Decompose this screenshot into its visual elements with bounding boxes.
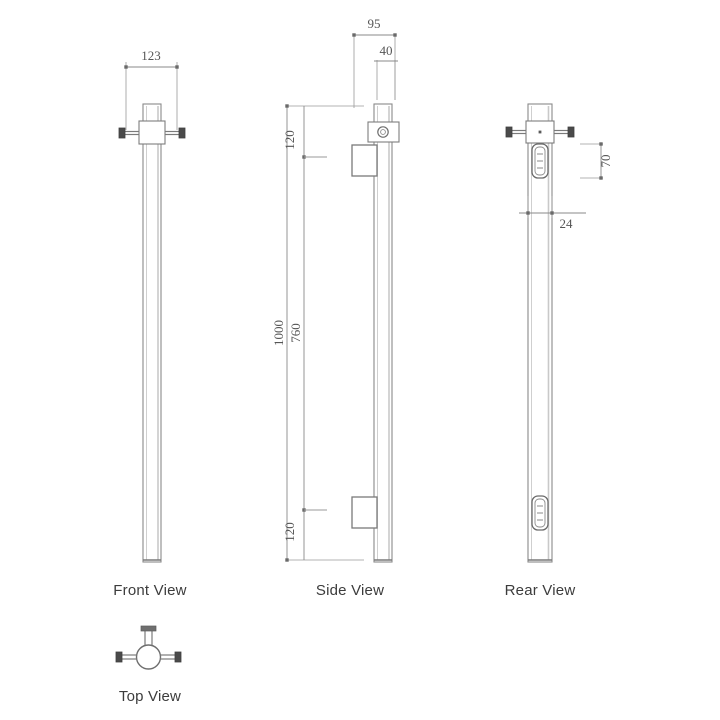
rear-view-bracket bbox=[525, 120, 555, 144]
rear-view-left-arm bbox=[505, 126, 526, 138]
dimension-side-top-offset: 120 bbox=[282, 130, 297, 150]
rear-view-lower-slot bbox=[531, 495, 549, 531]
top-view-group bbox=[115, 625, 182, 670]
front-view-group: 123 bbox=[118, 48, 186, 563]
dimension-text-rear-slot-height: 70 bbox=[598, 155, 613, 168]
dimension-rear-slot-height: 70 bbox=[580, 142, 613, 180]
top-view-right-arm bbox=[160, 651, 182, 663]
rear-view-right-arm bbox=[554, 126, 575, 138]
rear-view-post bbox=[527, 103, 553, 563]
front-view-right-arm bbox=[165, 127, 186, 139]
rear-view-group: 70 24 bbox=[505, 103, 613, 563]
dimension-text-side-top-offset: 120 bbox=[282, 130, 297, 150]
dimension-text-side-total-width: 95 bbox=[368, 16, 381, 31]
view-label-front: Front View bbox=[113, 582, 187, 599]
front-view-post bbox=[142, 103, 162, 563]
rear-view-upper-slot bbox=[531, 143, 549, 179]
front-view-left-arm bbox=[118, 127, 139, 139]
view-label-rear: Rear View bbox=[504, 582, 576, 599]
dimension-side-overall-height: 1000 bbox=[271, 104, 364, 562]
dimension-text-side-center-height: 760 bbox=[288, 323, 303, 343]
side-view-collar bbox=[367, 121, 400, 143]
side-view-post bbox=[373, 103, 393, 563]
view-label-side: Side View bbox=[315, 582, 385, 599]
side-view-group: 95 40 1000 760 120 bbox=[271, 16, 400, 563]
dimension-front-width: 123 bbox=[124, 48, 179, 130]
dimension-text-side-bottom-offset: 120 bbox=[282, 522, 297, 542]
dimension-text-side-overall-height: 1000 bbox=[271, 320, 286, 346]
view-label-top: Top View bbox=[118, 688, 182, 705]
top-view-ring bbox=[135, 644, 162, 670]
top-view-stem-end bbox=[140, 625, 157, 632]
dimension-text-rear-post-width: 24 bbox=[560, 216, 574, 231]
dimension-side-bracket-width: 40 bbox=[374, 43, 398, 100]
dimension-side-center-height: 760 bbox=[288, 106, 327, 560]
dimension-rear-post-width: 24 bbox=[519, 196, 586, 231]
dimension-side-total-width: 95 bbox=[352, 16, 397, 108]
dimension-text-front-width: 123 bbox=[141, 48, 161, 63]
dimension-text-side-bracket-width: 40 bbox=[380, 43, 393, 58]
side-view-upper-hook bbox=[351, 144, 378, 177]
front-view-bracket bbox=[138, 120, 166, 145]
top-view-left-arm bbox=[115, 651, 137, 663]
side-view-lower-hook bbox=[351, 496, 378, 529]
dimension-side-bottom-offset: 120 bbox=[282, 522, 297, 542]
